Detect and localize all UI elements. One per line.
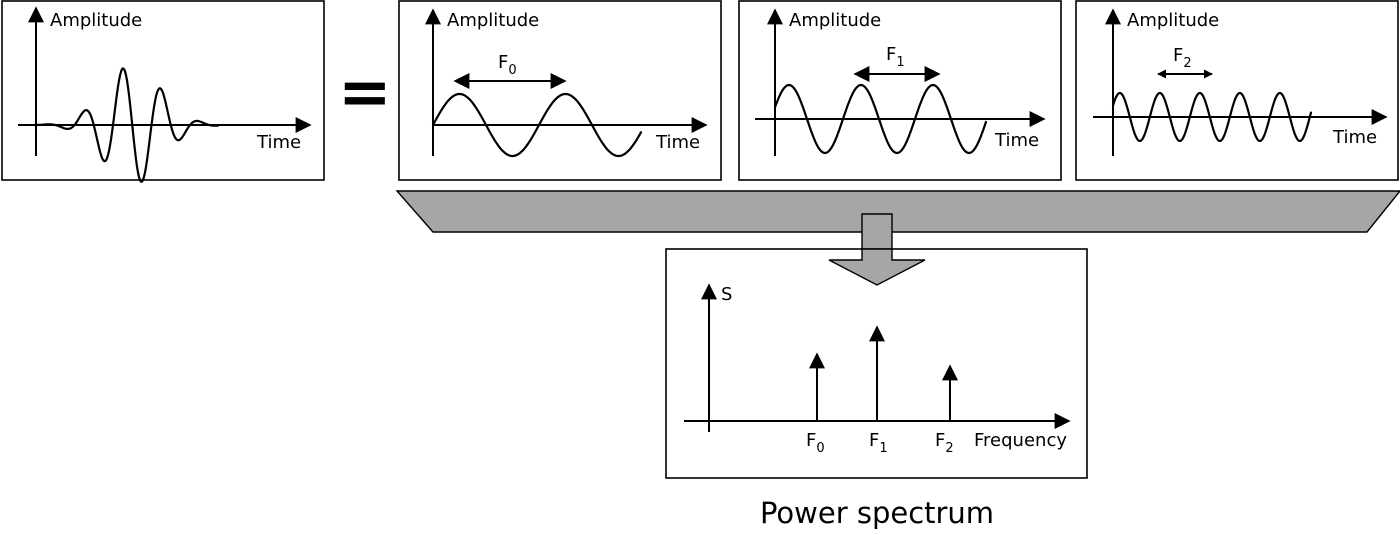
spectrum-peak-f2-symbol: F	[935, 430, 945, 451]
component-f2-period-label: F2	[1173, 45, 1192, 71]
signal-x-axis-label: Time	[256, 132, 301, 153]
component-panel-f2: F2 Amplitude Time	[1075, 0, 1399, 181]
component-f0-freq-symbol: F	[498, 52, 508, 73]
component-f2-y-axis-label: Amplitude	[1127, 10, 1219, 31]
spectrum-peak-label-f2: F2	[935, 430, 954, 456]
signal-waveform	[34, 67, 220, 183]
component-f0-freq-index: 0	[508, 63, 516, 78]
component-f2-freq-index: 2	[1183, 56, 1191, 71]
component-f1-waveform	[773, 83, 988, 155]
spectrum-peak-f1-index: 1	[879, 441, 887, 456]
funnel-down-arrow-tip	[828, 248, 926, 286]
equals-sign: =	[338, 56, 392, 130]
spectrum-x-axis-label: Frequency	[974, 430, 1067, 451]
component-panel-f0-frame	[398, 0, 722, 181]
signal-y-axis-label: Amplitude	[50, 10, 142, 31]
spectrum-peak-f1-symbol: F	[869, 430, 879, 451]
component-f0-y-axis-label: Amplitude	[447, 10, 539, 31]
signal-panel: Amplitude Time	[1, 0, 325, 183]
spectrum-caption: Power spectrum	[760, 496, 994, 530]
component-f1-freq-index: 1	[896, 55, 904, 70]
component-f2-x-axis-label: Time	[1332, 127, 1377, 148]
component-f0-x-axis-label: Time	[655, 132, 700, 153]
spectrum-peak-f0-index: 0	[816, 441, 824, 456]
component-panel-f0: F0 Amplitude Time	[398, 0, 722, 181]
spectrum-y-axis-label: S	[721, 284, 732, 305]
component-f1-y-axis-label: Amplitude	[789, 10, 881, 31]
spectrum-peak-f2-index: 2	[945, 441, 953, 456]
component-f2-freq-symbol: F	[1173, 45, 1183, 66]
component-f0-waveform	[431, 92, 643, 158]
component-f1-x-axis-label: Time	[994, 130, 1039, 151]
spectrum-peak-label-f0: F0	[806, 430, 825, 456]
component-f1-period-label: F1	[886, 44, 905, 70]
component-panel-f1-frame	[738, 0, 1062, 181]
component-panel-f2-frame	[1075, 0, 1399, 181]
spectrum-panel: S F0 F1 F2 Frequency	[665, 248, 1088, 479]
spectrum-peak-f0-symbol: F	[806, 430, 816, 451]
component-f2-waveform	[1111, 91, 1313, 143]
funnel-band	[395, 190, 1400, 233]
component-panel-f1: F1 Amplitude Time	[738, 0, 1062, 181]
component-f0-period-label: F0	[498, 52, 517, 78]
component-f1-freq-symbol: F	[886, 44, 896, 65]
spectrum-peak-label-f1: F1	[869, 430, 888, 456]
